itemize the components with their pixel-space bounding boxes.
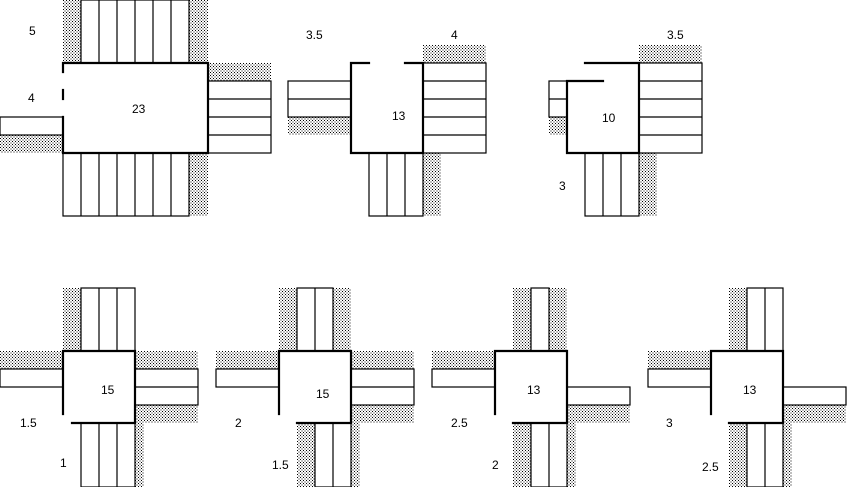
road-south	[729, 422, 792, 487]
road-west	[0, 351, 64, 388]
side-label-east: 3.5	[667, 28, 684, 42]
road-south	[297, 422, 360, 487]
intersection-box	[495, 351, 567, 423]
center-label: 15	[101, 383, 115, 397]
road-north	[63, 287, 136, 352]
side-label-south: 1.5	[272, 458, 289, 472]
center-label: 13	[392, 109, 406, 123]
road-east	[207, 63, 272, 154]
center-label: 13	[527, 383, 541, 397]
road-north	[279, 287, 351, 352]
intersection-box	[279, 351, 351, 423]
figure-1: 23 5 4	[0, 0, 272, 217]
intersection-box	[711, 351, 783, 423]
road-south	[513, 422, 576, 487]
center-label: 13	[743, 383, 757, 397]
figure-7: 13 3 2.5	[647, 287, 847, 487]
intersection-wall	[709, 349, 785, 425]
road-west	[287, 80, 352, 135]
figure-5: 15 2 1.5	[215, 287, 415, 487]
intersection-wall	[349, 61, 425, 155]
center-label: 10	[602, 111, 616, 125]
road-north	[513, 287, 567, 352]
side-label-south: 1	[60, 456, 67, 470]
intersection-wall	[493, 349, 569, 425]
road-east	[638, 45, 703, 154]
side-label-west: 3	[666, 416, 673, 430]
side-label-west: 1.5	[20, 416, 37, 430]
side-label-north: 5	[29, 24, 36, 38]
road-east	[350, 351, 415, 423]
road-east	[422, 45, 487, 154]
center-label: 15	[316, 387, 330, 401]
figure-2: 13 3.5 4	[287, 28, 487, 217]
road-south	[80, 422, 144, 487]
intersection-wall	[61, 349, 137, 425]
figure-6: 13 2.5 2	[431, 287, 631, 487]
road-east	[134, 351, 199, 423]
intersection-wall	[565, 61, 641, 155]
figure-3: 10 3.5 3	[548, 28, 703, 217]
intersection-box	[351, 63, 423, 153]
road-east	[566, 386, 631, 423]
road-west	[647, 351, 712, 388]
road-south	[368, 152, 441, 217]
side-label-west: 2	[235, 416, 242, 430]
road-south	[62, 152, 208, 217]
road-south	[584, 152, 657, 217]
side-label-south: 2	[492, 458, 499, 472]
road-north	[63, 0, 208, 64]
road-west	[0, 116, 64, 153]
side-label-east: 4	[451, 28, 458, 42]
side-label-south: 2.5	[702, 460, 719, 474]
figure-4: 15 1.5 1	[0, 287, 199, 487]
side-label-south: 3	[559, 179, 566, 193]
intersection-wall	[277, 349, 353, 425]
intersection-box	[567, 63, 639, 153]
intersection-box	[63, 63, 208, 153]
intersection-box	[63, 351, 135, 423]
side-label-west: 2.5	[451, 416, 468, 430]
intersection-wall	[61, 61, 210, 155]
center-label: 23	[132, 102, 146, 116]
side-label-west: 3.5	[306, 28, 323, 42]
road-west	[431, 351, 496, 388]
road-west	[215, 351, 280, 388]
road-east	[782, 386, 847, 423]
road-north	[729, 287, 784, 352]
side-label-west: 4	[28, 91, 35, 105]
road-west	[548, 80, 568, 135]
